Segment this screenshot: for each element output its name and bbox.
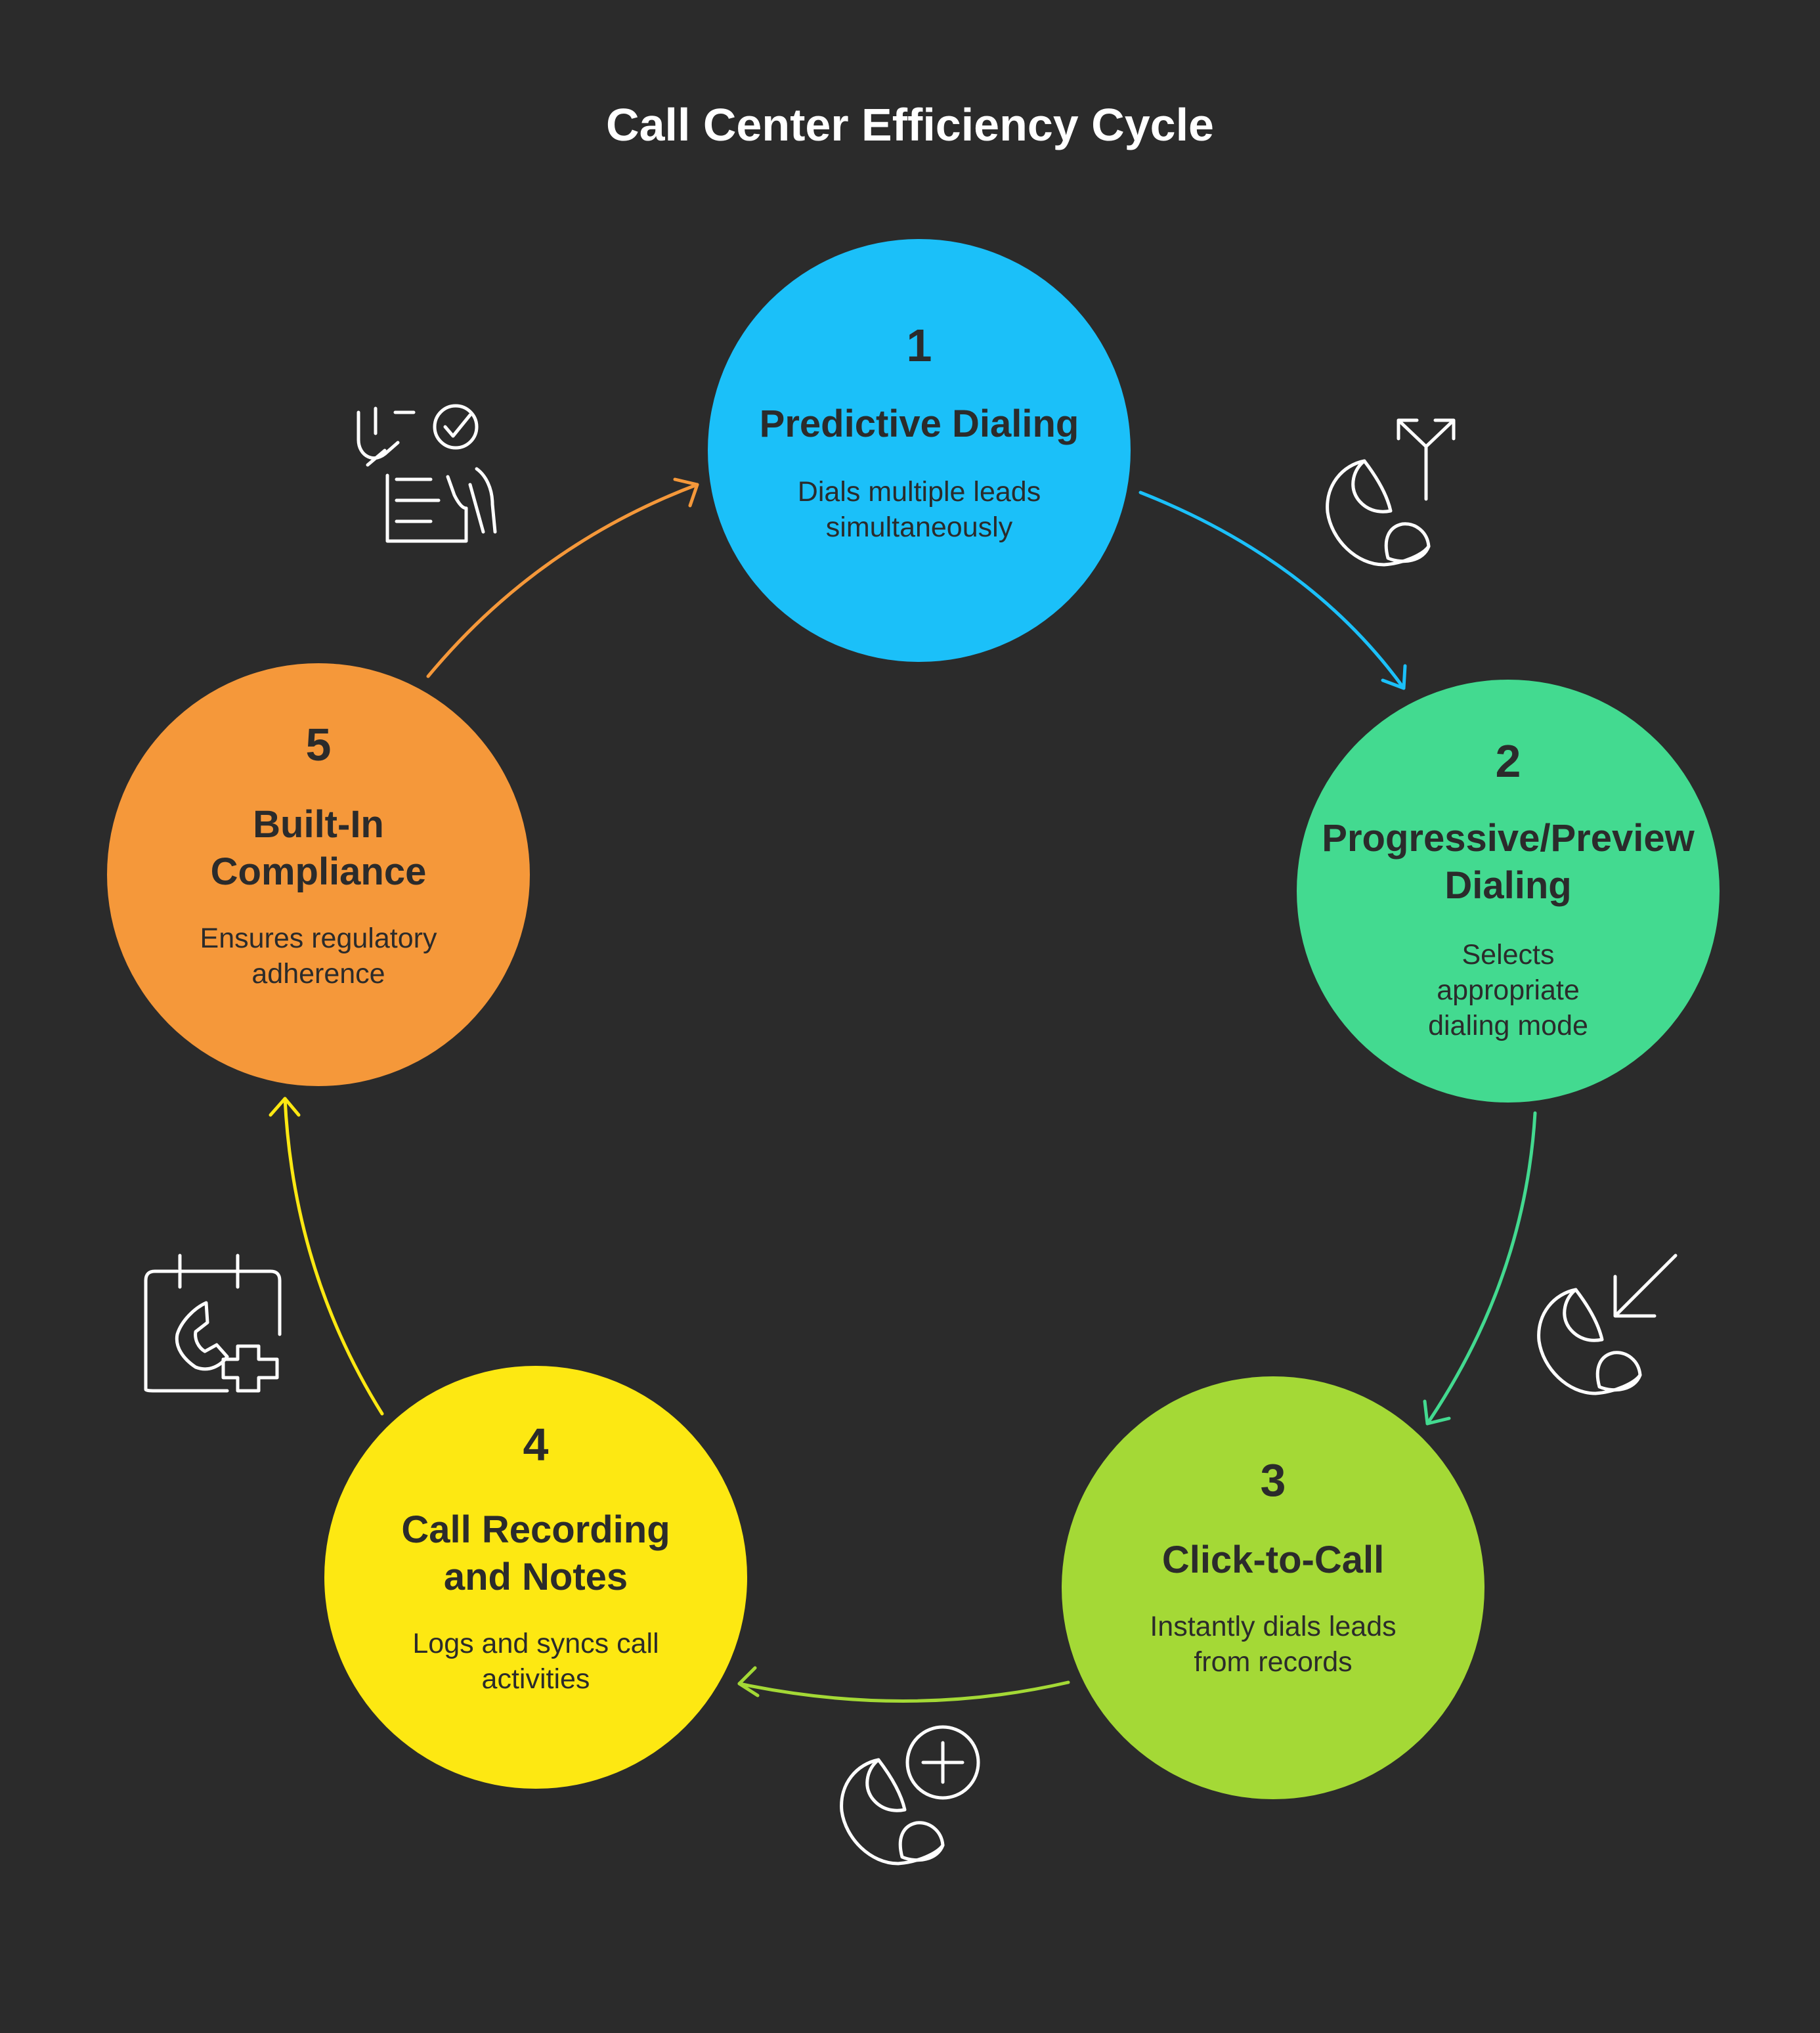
step-5-title: Built-In Compliance: [210, 803, 427, 893]
connector-2-to-3: [1423, 1111, 1537, 1426]
document-approve-icon: [357, 404, 497, 543]
connector-5-to-1: [426, 477, 699, 678]
step-3-title: Click-to-Call: [1161, 1539, 1385, 1581]
step-4-title: Call Recording and Notes: [401, 1508, 670, 1598]
step-4-description: Logs and syncs call activities: [412, 1628, 659, 1695]
step-1-description: Dials multiple leads simultaneously: [797, 476, 1041, 543]
step-5-description: Ensures regulatory adherence: [200, 923, 437, 990]
step-1-circle: 1 Predictive Dialing Dials multiple lead…: [708, 239, 1131, 662]
step-5-number: 5: [305, 719, 332, 770]
step-4-circle: 4 Call Recording and Notes Logs and sync…: [324, 1366, 747, 1789]
step-4-number: 4: [523, 1419, 549, 1470]
connector-1-to-2: [1138, 491, 1407, 690]
step-3-description: Instantly dials leads from records: [1150, 1611, 1397, 1678]
diagram-title: Call Center Efficiency Cycle: [606, 99, 1214, 150]
step-5-circle: 5 Built-In Compliance Ensures regulatory…: [107, 663, 530, 1086]
connector-3-to-4: [737, 1666, 1070, 1703]
connector-4-to-5: [269, 1097, 384, 1416]
phone-outgoing-icon: [1326, 418, 1456, 567]
step-2-description: Selects appropriate dialing mode: [1428, 939, 1588, 1041]
calendar-call-add-icon: [144, 1254, 282, 1393]
step-2-circle: 2 Progressive/Preview Dialing Selects ap…: [1297, 680, 1720, 1103]
step-2-title: Progressive/Preview Dialing: [1322, 817, 1695, 907]
phone-incoming-icon: [1537, 1254, 1678, 1395]
step-2-number: 2: [1495, 735, 1521, 787]
step-3-number: 3: [1260, 1454, 1286, 1506]
step-3-circle: 3 Click-to-Call Instantly dials leads fr…: [1062, 1376, 1484, 1799]
step-1-title: Predictive Dialing: [759, 403, 1079, 445]
phone-add-icon: [840, 1725, 980, 1866]
step-1-number: 1: [906, 320, 932, 371]
